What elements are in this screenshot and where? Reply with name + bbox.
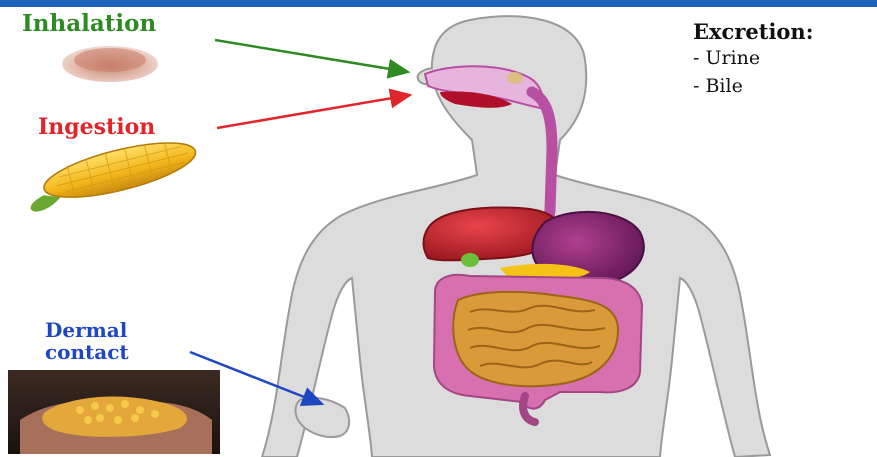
dermal-contact-label: Dermal contact [45,319,129,363]
dust-pile-icon [62,46,158,82]
excretion-item-urine: - Urine [693,45,813,72]
excretion-block: Excretion: - Urine - Bile [693,20,813,100]
excretion-item-bile: - Bile [693,73,813,100]
corn-cob-icon [22,132,200,213]
ingestion-arrow [217,95,410,128]
inhalation-arrow [215,40,408,72]
inhalation-label: Inhalation [22,12,156,35]
excretion-title: Excretion: [693,20,813,44]
hands-holding-grain-icon [8,370,220,454]
dermal-label-line2: contact [45,341,129,363]
dermal-label-line1: Dermal [45,319,129,341]
throat-gland [507,72,523,84]
ingestion-label: Ingestion [38,116,155,138]
gallbladder [461,253,479,267]
